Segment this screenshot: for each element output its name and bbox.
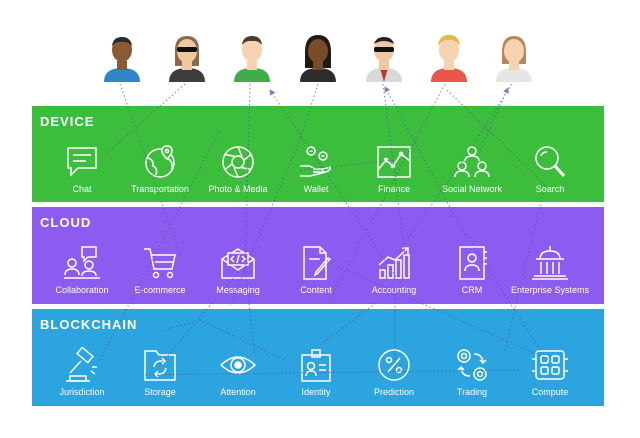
- cloud-layer-title: CLOUD: [40, 215, 92, 230]
- blockchain-layer-title: BLOCKCHAIN: [40, 317, 138, 332]
- user-avatar-6: [431, 35, 467, 82]
- user-avatar-4: [300, 35, 336, 82]
- enterprise-systems-label: Enterprise Systems: [510, 285, 590, 295]
- blockchain-layer: BLOCKCHAIN Jurisdiction Storage Attentio…: [32, 309, 604, 406]
- storage-label: Storage: [144, 387, 176, 397]
- camera-aperture-icon: [222, 146, 254, 178]
- code-envelope-icon: [221, 248, 255, 279]
- collaboration-label: Collaboration: [55, 285, 109, 295]
- folder-sync-icon: [144, 350, 176, 381]
- gavel-icon: [66, 347, 97, 382]
- line-chart-icon: [377, 146, 411, 178]
- contact-book-icon: [459, 246, 487, 280]
- trading-label: Trading: [456, 387, 488, 397]
- people-group-icon: [454, 146, 490, 178]
- users-row: [0, 0, 640, 90]
- eye-icon: [219, 356, 257, 374]
- document-pen-icon: [303, 246, 332, 280]
- bar-chart-arrow-icon: [378, 247, 410, 279]
- user-avatar-5: [366, 37, 402, 82]
- people-message-icon: [64, 246, 100, 279]
- user-avatar-3: [234, 36, 270, 82]
- magnifier-icon: [535, 146, 566, 178]
- identity-label: Identity: [301, 387, 331, 397]
- jurisdiction-item: Jurisdiction: [32, 347, 132, 397]
- compute-item: Compute: [500, 347, 600, 397]
- device-layer: DEVICE Chat Transportation Photo & Media…: [32, 106, 604, 202]
- compute-label: Compute: [531, 387, 569, 397]
- collaboration-item: Collaboration: [32, 245, 132, 295]
- enterprise-systems-item: Enterprise Systems: [500, 245, 600, 295]
- chat-icon: [67, 147, 97, 177]
- percent-circle-icon: [378, 349, 410, 381]
- id-badge-icon: [301, 349, 331, 382]
- cloud-layer: CLOUD Collaboration E-commerce Messaging…: [32, 207, 604, 304]
- jurisdiction-label: Jurisdiction: [59, 387, 105, 397]
- chat-item: Chat: [32, 144, 132, 194]
- prediction-label: Prediction: [373, 387, 415, 397]
- chat-label: Chat: [72, 184, 92, 194]
- exchange-coins-icon: [457, 349, 487, 381]
- user-avatar-2: [169, 36, 205, 82]
- user-avatar-1: [104, 37, 140, 82]
- search-label: Search: [535, 184, 565, 194]
- shopping-cart-icon: [144, 248, 176, 279]
- chip-icon: [532, 350, 568, 380]
- attention-label: Attention: [220, 387, 256, 397]
- search-item: Search: [500, 144, 600, 194]
- device-layer-title: DEVICE: [40, 114, 95, 129]
- user-avatar-7: [496, 36, 532, 82]
- building-columns-icon: [532, 246, 568, 280]
- globe-pin-icon: [145, 145, 175, 178]
- hand-coins-icon: [300, 146, 331, 177]
